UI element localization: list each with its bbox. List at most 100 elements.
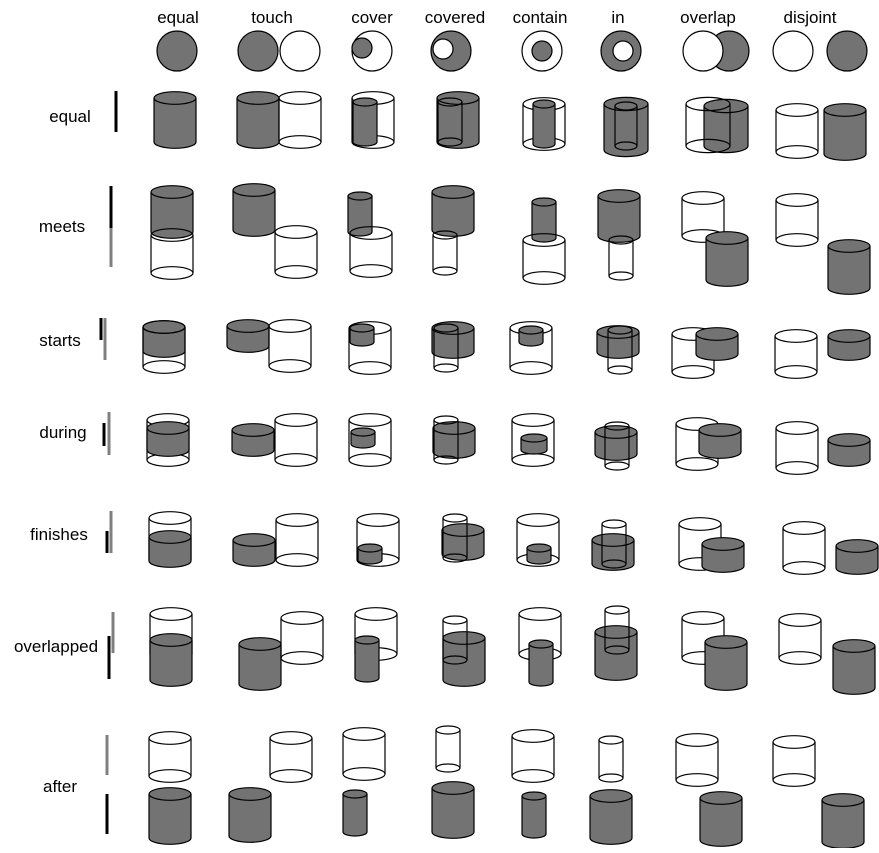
cylinder-body-fill [147, 428, 189, 457]
cylinder-side-outline [589, 796, 633, 845]
cylinder-body-fill [590, 796, 632, 845]
cylinder-back-rim [342, 767, 386, 775]
cylinder-side-outline [357, 548, 383, 565]
cylinder-body-fill [433, 428, 475, 459]
cylinder-side-outline [348, 328, 392, 375]
cylinder-side-outline [509, 328, 553, 375]
cylinder-top [146, 421, 190, 435]
cylinder-body-fill [598, 196, 640, 243]
meets-cover-a [347, 191, 373, 237]
meets-in-a [597, 189, 641, 243]
cylinder-side-outline [153, 98, 197, 149]
cylinder-side-outline [431, 192, 475, 237]
cylinder-side-outline [518, 330, 544, 347]
cylinder-side-outline [146, 428, 190, 457]
meets-equal-b [150, 228, 194, 280]
meets-in-b [608, 235, 634, 281]
finishes-covered-b [442, 513, 468, 563]
equal-overlap-b [685, 96, 731, 154]
cylinder-back-rim [772, 773, 816, 781]
meets-overlap-b [705, 231, 749, 287]
cylinder-top [827, 329, 871, 343]
cylinder-side-outline [608, 240, 634, 281]
cylinder-top [348, 413, 392, 427]
equal-equal [153, 91, 197, 149]
overlapped-overlap-b [704, 635, 748, 691]
overlapped-in-b [604, 605, 630, 655]
cylinder-top [269, 731, 313, 745]
cylinder-side-outline [352, 102, 378, 147]
cylinder-side-outline [356, 520, 400, 567]
equal-cover-inner [352, 97, 378, 147]
cylinder-body-fill [149, 537, 191, 568]
cylinder-body-fill [533, 104, 555, 148]
overlapped-disjoint-b [832, 639, 876, 695]
after-touch-b [269, 731, 313, 783]
circle-in-inner [612, 40, 634, 62]
cylinder-side-outline [236, 98, 280, 149]
cylinder-side-outline [435, 730, 461, 773]
cylinder-body-fill [822, 800, 864, 849]
cylinder-body-fill [604, 104, 648, 157]
cylinder-top [349, 323, 375, 333]
cylinder-side-outline [594, 632, 638, 681]
cylinder-top [678, 517, 722, 531]
cylinder-top [442, 615, 468, 625]
cylinder-side-outline [342, 734, 386, 781]
row-label-after: after [43, 777, 77, 796]
cylinder-top [436, 91, 480, 105]
cylinder-back-rim [442, 655, 468, 661]
starts-touch-a [226, 319, 270, 353]
cylinder-top [596, 325, 640, 339]
cylinder-top [278, 91, 322, 105]
cylinder-back-rim [275, 553, 319, 561]
after-covered-a [431, 781, 475, 839]
starts-in-b [607, 325, 633, 375]
starts-contain-inner [518, 325, 544, 347]
after-contain-a [521, 791, 547, 839]
cylinder-back-rim [278, 135, 322, 143]
cylinder-side-outline [827, 246, 871, 295]
cylinder-side-outline [232, 190, 276, 237]
cylinder-top [148, 731, 192, 745]
cylinder-top [232, 533, 276, 547]
cylinder-side-outline [442, 638, 486, 687]
starts-equal-b [142, 320, 186, 374]
cylinder-top [699, 791, 743, 805]
overlapped-covered-a [442, 631, 486, 687]
cylinder-back-rim [607, 365, 633, 371]
cylinder-back-rim [150, 266, 194, 274]
starts-touch-b [268, 319, 312, 373]
cylinder-top [591, 533, 635, 547]
cylinder-body-fill [532, 202, 556, 242]
meets-equal-a [150, 185, 194, 239]
cylinder-top [142, 320, 186, 334]
after-overlap-a [675, 733, 719, 787]
equal-disjoint-a [775, 103, 819, 159]
cylinder-back-rim [604, 461, 630, 467]
cylinder-side-outline [142, 327, 186, 374]
after-overlap-b [699, 791, 743, 847]
cylinder-body-fill [700, 798, 742, 847]
overlapped-equal-a [149, 633, 193, 687]
cylinder-side-outline [436, 98, 480, 149]
cylinder-side-outline [228, 794, 272, 843]
cylinder-side-outline [614, 106, 638, 151]
cylinder-body-fill [353, 102, 377, 146]
cylinder-body-fill [432, 788, 474, 839]
cylinder-top [437, 97, 463, 107]
cylinder-back-rim [269, 769, 313, 777]
cylinder-body-fill [343, 794, 367, 836]
cylinder-top [701, 537, 745, 551]
cylinder-body-fill [529, 644, 553, 686]
cylinder-body-fill [522, 796, 546, 838]
cylinder-top [594, 625, 638, 639]
starts-disjoint-b [827, 329, 871, 361]
cylinder-body-fill [705, 642, 747, 691]
cylinder-side-outline [603, 104, 649, 158]
after-contain-b [511, 729, 555, 783]
meets-covered-a [431, 185, 475, 237]
finishes-covered-a [441, 523, 485, 561]
cylinder-top [232, 183, 276, 197]
